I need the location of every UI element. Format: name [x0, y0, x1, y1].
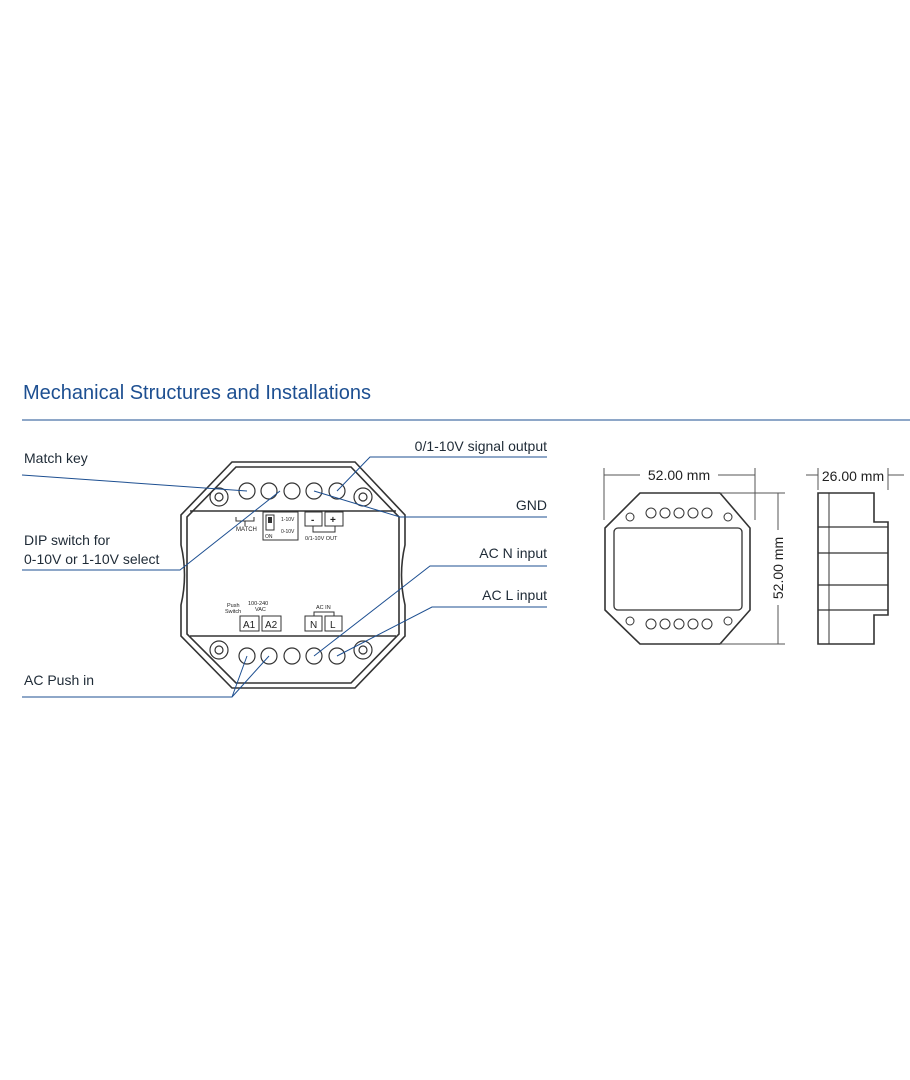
push-label: Push: [227, 603, 240, 609]
section-title: Mechanical Structures and Installations: [23, 382, 371, 404]
dip-0-10v-label: 0-10V: [281, 529, 295, 535]
bottom-terminals: [238, 647, 346, 665]
l-label: L: [330, 620, 336, 631]
switch-label: Switch: [225, 609, 241, 615]
match-key-callout: Match key: [24, 450, 88, 466]
out-label: 0/1-10V OUT: [305, 536, 338, 542]
ac-l-input-callout: AC L input: [482, 587, 547, 603]
a1-label: A1: [243, 620, 256, 631]
depth-dimension: 26.00 mm: [822, 468, 884, 484]
ac-n-input-callout: AC N input: [479, 545, 547, 561]
match-label: MATCH: [236, 527, 257, 533]
leader-lines: [21, 456, 547, 698]
height-dimension: 52.00 mm: [770, 537, 786, 599]
dimension-front-view: 52.00 mm 52.00 mm: [603, 467, 786, 645]
n-label: N: [310, 620, 317, 631]
width-dimension: 52.00 mm: [648, 467, 710, 483]
dip-1-10v-label: 1-10V: [281, 517, 295, 523]
dip-on-label: ON: [265, 534, 273, 540]
plus-label: +: [330, 515, 336, 526]
vac-range-label: 100-240: [248, 601, 268, 607]
top-terminals: [238, 482, 346, 500]
minus-label: -: [311, 515, 314, 526]
mount-holes: [209, 487, 373, 660]
dimension-side-view: 26.00 mm: [806, 468, 904, 645]
dip-switch-callout-line2: 0-10V or 1-10V select: [24, 551, 160, 567]
signal-output-callout: 0/1-10V signal output: [415, 438, 547, 454]
gnd-callout: GND: [516, 497, 547, 513]
a2-label: A2: [265, 620, 278, 631]
ac-push-in-callout: AC Push in: [24, 672, 94, 688]
device-front-detail: MATCH ON 1-10V 0-10V - + 0/1-10V OUT Pus…: [180, 461, 406, 689]
ac-in-label: AC IN: [316, 605, 331, 611]
dip-switch-callout-line1: DIP switch for: [24, 532, 110, 548]
vac-label: VAC: [255, 607, 266, 613]
